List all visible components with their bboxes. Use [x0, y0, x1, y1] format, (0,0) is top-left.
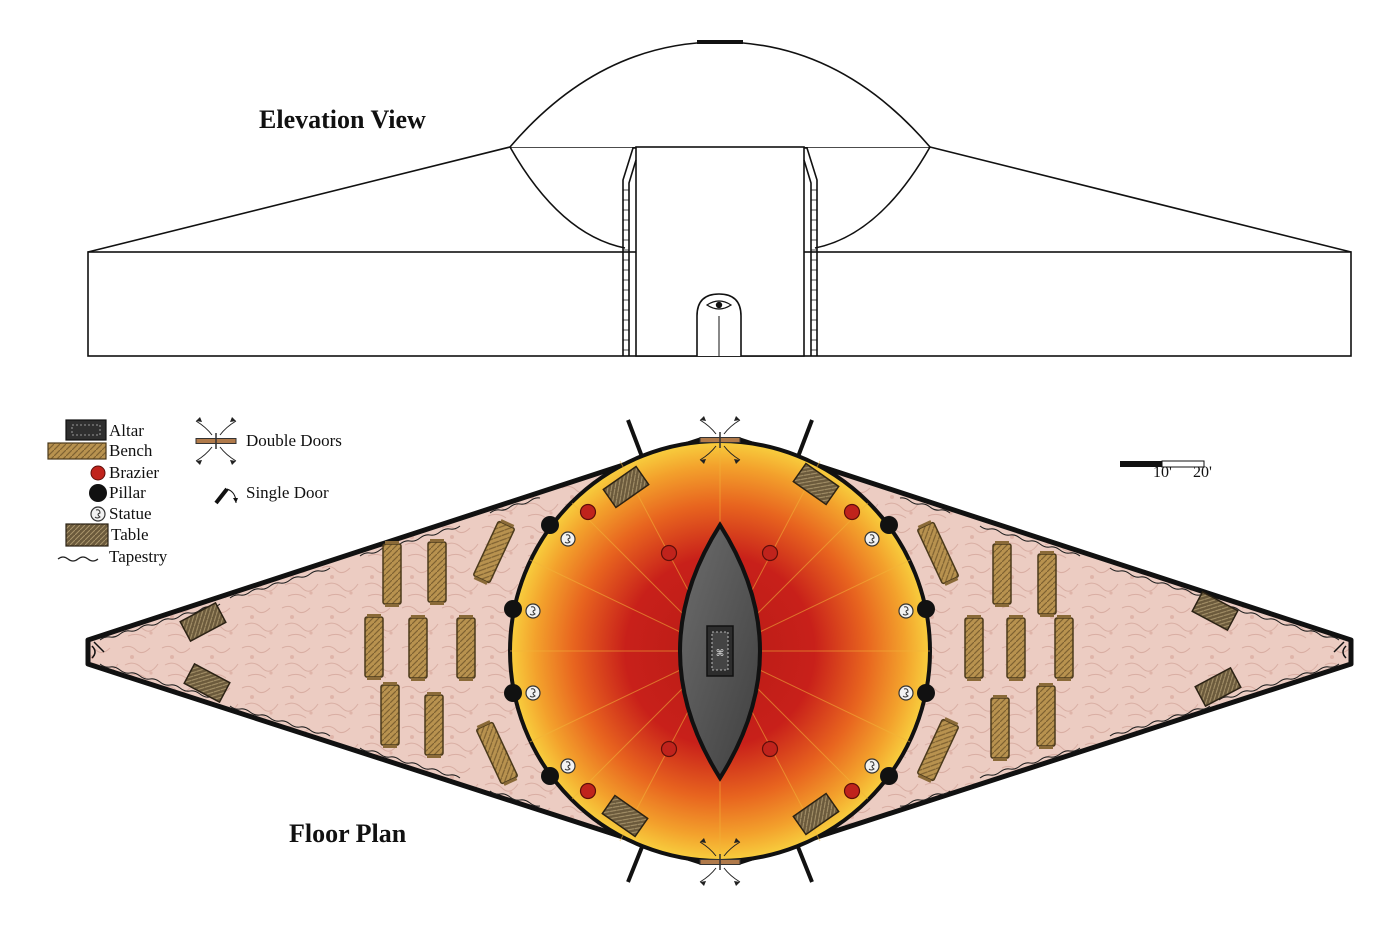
elevation-roof-left: [87, 146, 511, 253]
pillar-icon: [89, 484, 107, 502]
legend-altar-label: Altar: [109, 421, 144, 440]
elevation-buttress-left-inner: [628, 159, 637, 356]
scale-label-10: 10': [1153, 464, 1172, 481]
elevation-title: Elevation View: [259, 105, 426, 134]
legend-tapestry-label: Tapestry: [109, 547, 168, 566]
tapestry-icon: [57, 556, 99, 562]
elevation-dome: [509, 41, 931, 148]
scale-label-20: 20': [1193, 464, 1212, 481]
eye-pupil-icon: [715, 301, 723, 309]
elevation-view: [87, 40, 1352, 357]
bench-icon: [47, 442, 107, 460]
scale-bar: [1120, 460, 1205, 468]
floor-plan-title: Floor Plan: [289, 819, 407, 848]
altar: ⌘: [706, 625, 734, 677]
legend-bench-label: Bench: [109, 441, 153, 460]
double-doors-icon: [195, 416, 237, 466]
legend-single-door-label: Single Door: [246, 483, 329, 502]
single-door-icon: [214, 487, 238, 505]
elevation-buttress-right: [804, 147, 818, 356]
elevation-buttress-hatching: [623, 189, 817, 351]
elevation-buttress-left: [622, 147, 636, 356]
floor-plan: ⌘: [85, 415, 1354, 887]
elevation-roof-right: [929, 146, 1352, 253]
svg-text:⌘: ⌘: [716, 649, 725, 659]
elevation-dome-lower-right: [814, 146, 931, 249]
altar-icon: [65, 419, 107, 441]
brazier-icon: [90, 465, 106, 481]
elevation-dome-lower-left: [509, 146, 626, 249]
legend-table-label: Table: [111, 525, 149, 544]
elevation-dome-cap: [697, 40, 743, 44]
legend-statue-label: Statue: [109, 504, 152, 523]
single-doors-ends: [91, 641, 1347, 659]
legend-pillar-label: Pillar: [109, 483, 146, 502]
legend-double-doors-label: Double Doors: [246, 431, 342, 450]
elevation-buttress-right-inner: [803, 159, 812, 356]
table-icon: [65, 523, 109, 547]
legend: [47, 416, 238, 562]
legend-brazier-label: Brazier: [109, 463, 160, 482]
statue-icon: [90, 506, 106, 522]
